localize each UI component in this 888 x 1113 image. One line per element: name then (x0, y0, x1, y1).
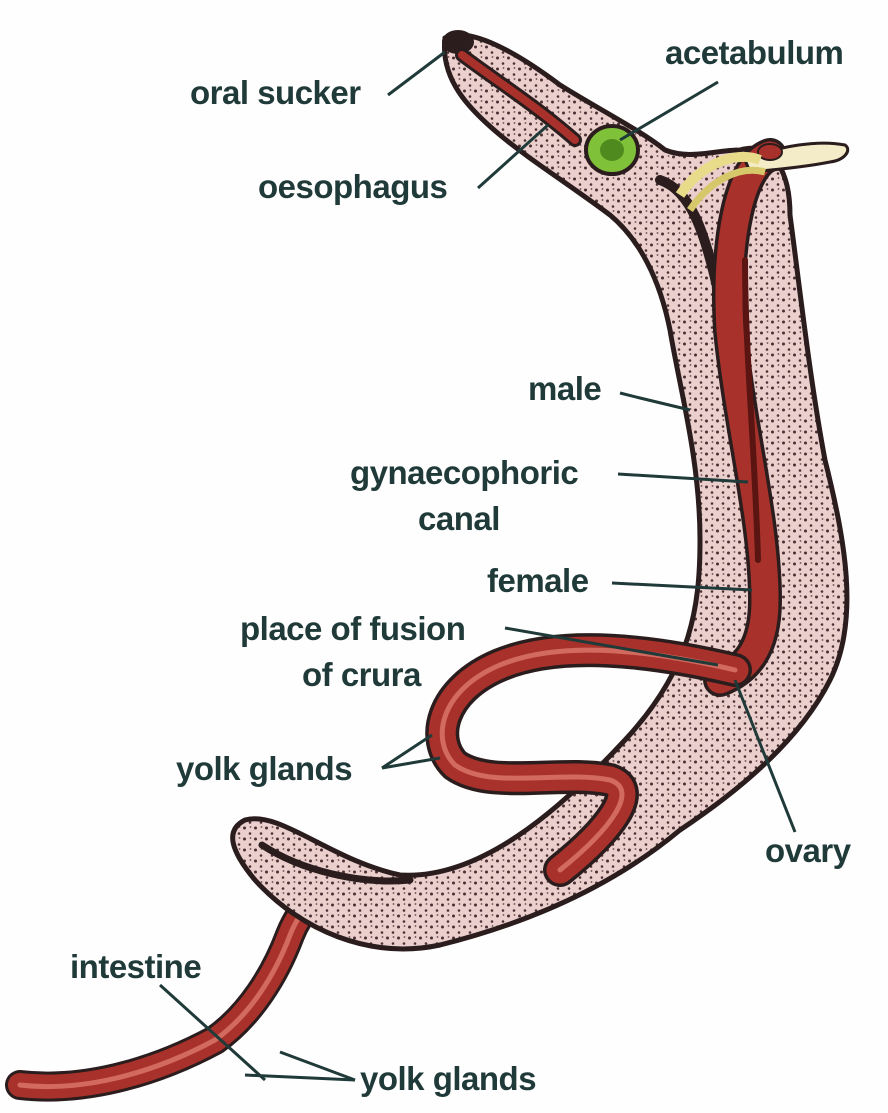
label-oesophagus: oesophagus (258, 168, 447, 205)
label-acetabulum: acetabulum (665, 34, 843, 71)
label-of-crura: of crura (302, 656, 422, 693)
label-place-of-fusion: place of fusion (240, 610, 465, 647)
label-intestine: intestine (70, 948, 201, 985)
label-male: male (528, 370, 601, 407)
label-ovary: ovary (765, 832, 852, 869)
label-oral-sucker: oral sucker (190, 74, 361, 111)
label-canal: canal (418, 500, 500, 537)
label-gynaecophoric: gynaecophoric (350, 454, 578, 491)
label-female: female (487, 562, 589, 599)
label-yolk-glands-lower: yolk glands (360, 1060, 536, 1097)
label-yolk-glands-upper: yolk glands (176, 750, 352, 787)
female-tail (20, 890, 335, 1087)
